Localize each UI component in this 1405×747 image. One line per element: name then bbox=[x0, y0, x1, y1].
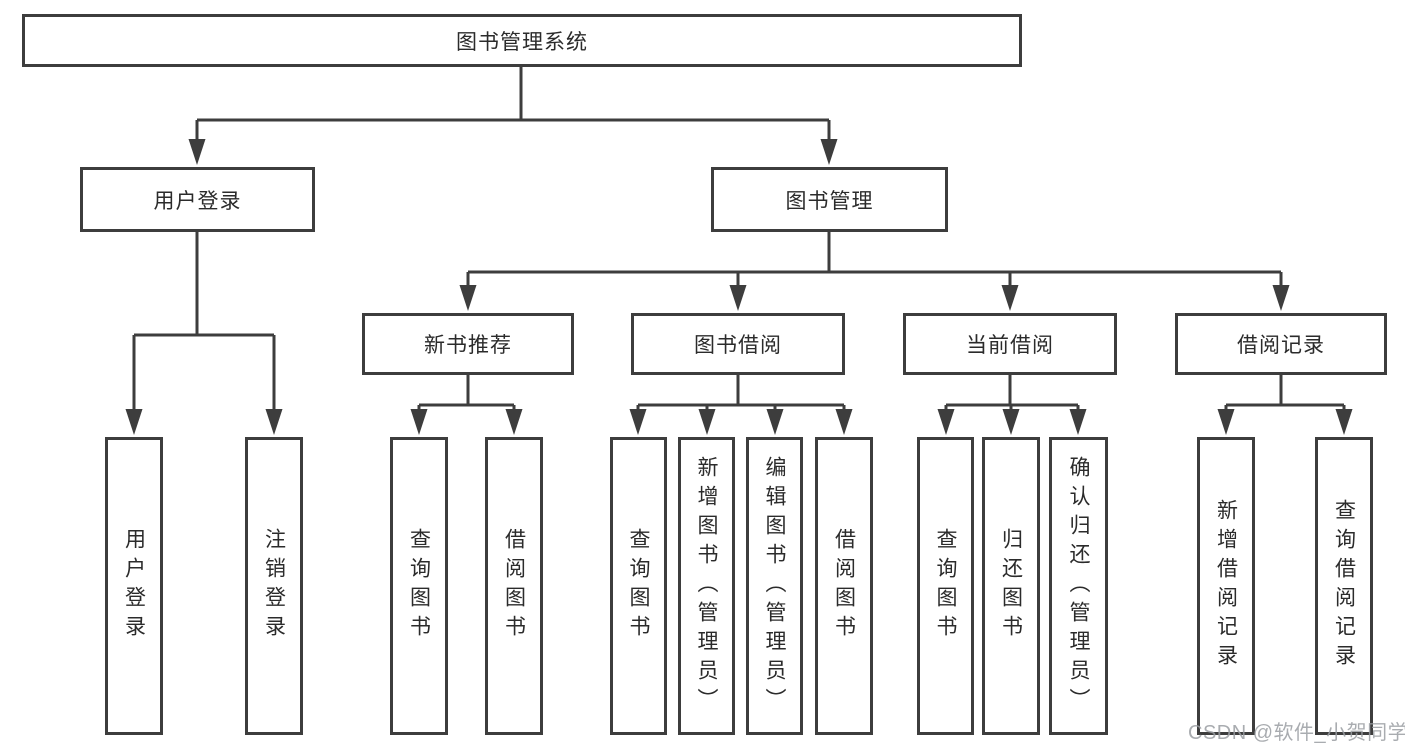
node-label-leaf-query-book-cur: 查询图书 bbox=[934, 528, 957, 644]
arrowhead-icon bbox=[410, 409, 428, 435]
node-leaf-query-book-rec: 查询图书 bbox=[390, 437, 448, 735]
arrowhead-icon bbox=[937, 409, 955, 435]
node-label-book-borrow: 图书借阅 bbox=[694, 334, 782, 357]
node-label-leaf-borrow-book: 借阅图书 bbox=[832, 528, 856, 644]
node-leaf-add-book-admin: 新增图书（管理员） bbox=[678, 437, 735, 735]
connector-2 bbox=[459, 232, 1290, 311]
node-label-current-borrow: 当前借阅 bbox=[966, 334, 1054, 357]
node-label-leaf-return-book: 归还图书 bbox=[999, 528, 1023, 644]
node-label-leaf-confirm-return: 确认归还（管理员） bbox=[1067, 455, 1090, 717]
node-leaf-query-borrow-rec: 查询借阅记录 bbox=[1315, 437, 1373, 735]
arrowhead-icon bbox=[188, 139, 206, 165]
node-leaf-edit-book-admin: 编辑图书（管理员） bbox=[746, 437, 803, 735]
connector-0 bbox=[188, 67, 838, 165]
arrowhead-icon bbox=[459, 285, 477, 311]
node-book-borrow: 图书借阅 bbox=[631, 313, 845, 375]
node-borrow-record: 借阅记录 bbox=[1175, 313, 1387, 375]
node-leaf-add-borrow-rec: 新增借阅记录 bbox=[1197, 437, 1255, 735]
node-label-leaf-borrow-book-rec: 借阅图书 bbox=[502, 528, 526, 644]
connector-4 bbox=[629, 375, 853, 435]
node-label-leaf-query-borrow-rec: 查询借阅记录 bbox=[1332, 499, 1356, 673]
node-label-leaf-edit-book-admin: 编辑图书（管理员） bbox=[763, 455, 786, 717]
connector-3 bbox=[410, 375, 523, 435]
arrowhead-icon bbox=[1217, 409, 1235, 435]
node-leaf-query-book-cur: 查询图书 bbox=[917, 437, 974, 735]
connector-6 bbox=[1217, 375, 1353, 435]
arrowhead-icon bbox=[1001, 285, 1019, 311]
arrowhead-icon bbox=[820, 139, 838, 165]
arrowhead-icon bbox=[1272, 285, 1290, 311]
arrowhead-icon bbox=[766, 409, 784, 435]
arrowhead-icon bbox=[835, 409, 853, 435]
node-label-leaf-user-login: 用户登录 bbox=[122, 528, 146, 644]
node-label-book-management: 图书管理 bbox=[785, 189, 874, 213]
node-label-leaf-add-book-admin: 新增图书（管理员） bbox=[695, 455, 718, 717]
arrowhead-icon bbox=[125, 409, 143, 435]
arrowhead-icon bbox=[1002, 409, 1020, 435]
csdn-watermark: CSDN @软件_小贺同学 bbox=[1188, 722, 1405, 744]
node-leaf-logout: 注销登录 bbox=[245, 437, 303, 735]
node-new-book-recommend: 新书推荐 bbox=[362, 313, 574, 375]
node-label-leaf-add-borrow-rec: 新增借阅记录 bbox=[1214, 499, 1238, 673]
node-label-leaf-query-book: 查询图书 bbox=[627, 528, 650, 644]
node-label-user-login: 用户登录 bbox=[153, 189, 242, 213]
arrowhead-icon bbox=[729, 285, 747, 311]
arrowhead-icon bbox=[505, 409, 523, 435]
node-leaf-borrow-book: 借阅图书 bbox=[815, 437, 873, 735]
arrowhead-icon bbox=[1069, 409, 1087, 435]
node-leaf-return-book: 归还图书 bbox=[982, 437, 1040, 735]
node-label-new-book-recommend: 新书推荐 bbox=[424, 334, 512, 357]
arrowhead-icon bbox=[1335, 409, 1353, 435]
arrowhead-icon bbox=[629, 409, 647, 435]
node-current-borrow: 当前借阅 bbox=[903, 313, 1117, 375]
arrowhead-icon bbox=[265, 409, 283, 435]
node-book-management: 图书管理 bbox=[711, 167, 948, 232]
node-label-borrow-record: 借阅记录 bbox=[1237, 334, 1325, 357]
node-label-leaf-logout: 注销登录 bbox=[262, 528, 286, 644]
node-leaf-query-book: 查询图书 bbox=[610, 437, 667, 735]
node-root: 图书管理系统 bbox=[22, 14, 1022, 67]
node-label-leaf-query-book-rec: 查询图书 bbox=[407, 528, 431, 644]
arrowhead-icon bbox=[698, 409, 716, 435]
connector-1 bbox=[125, 232, 283, 435]
node-user-login: 用户登录 bbox=[80, 167, 315, 232]
connector-5 bbox=[937, 375, 1087, 435]
node-leaf-borrow-book-rec: 借阅图书 bbox=[485, 437, 543, 735]
node-leaf-confirm-return: 确认归还（管理员） bbox=[1049, 437, 1108, 735]
node-label-root: 图书管理系统 bbox=[456, 30, 588, 54]
node-leaf-user-login: 用户登录 bbox=[105, 437, 163, 735]
